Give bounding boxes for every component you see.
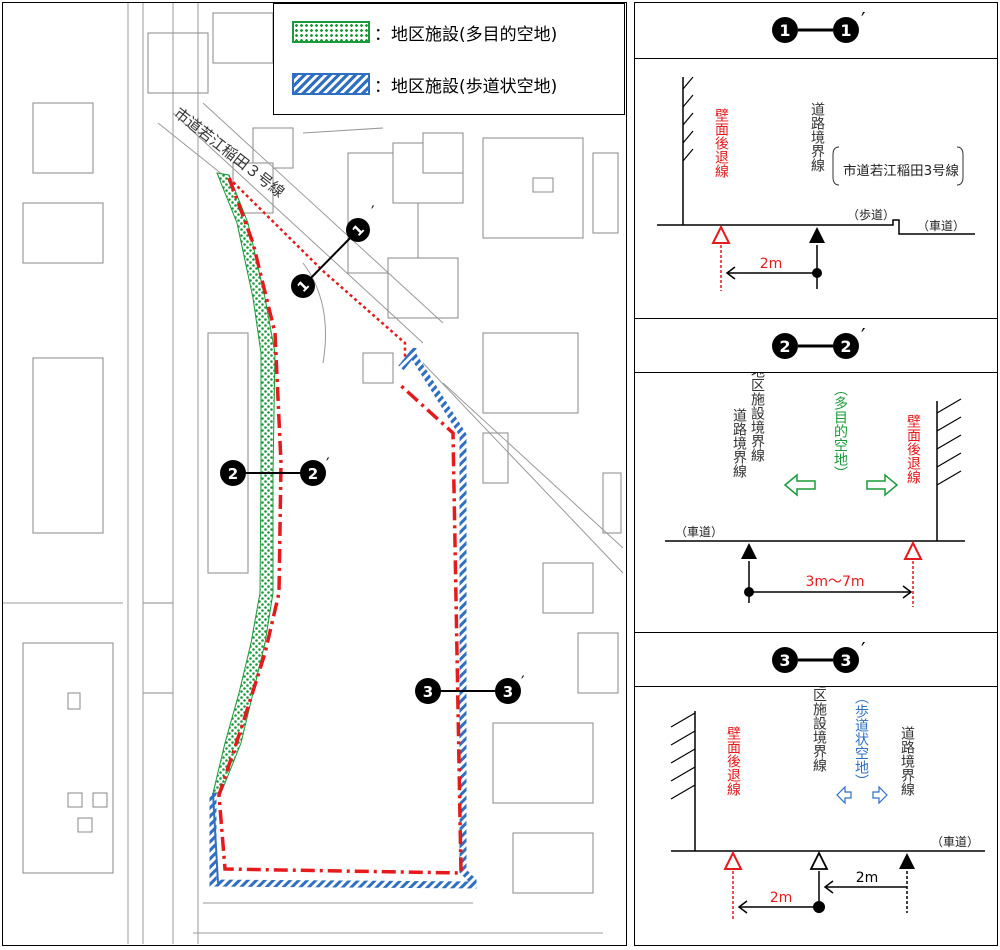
svg-text:′: ′ [371,202,375,221]
map-panel: 市道若江稲田３号線 1 1 ′ 2 2 ′ 3 3 ′ ：地区施設(多目的空地)… [2,2,627,946]
section-1-header-a: 1 [779,21,790,40]
wall-setback-line [217,177,463,875]
section-marker-1: 1 1 ′ [291,202,375,298]
section-3-wall-setback-text: 壁面後退線 [725,726,741,796]
sidewalk-open-space [209,348,477,889]
left-arrow-icon [783,473,816,497]
section-3-distance-b: 2m [856,870,879,886]
section-1-road-name: 市道若江稲田3号線 [843,163,959,179]
site-map: 市道若江稲田３号線 1 1 ′ 2 2 ′ 3 3 ′ [3,3,624,944]
svg-text:2: 2 [228,465,238,483]
section-3-diagram: （車道） 壁面後退線 地区施設境界線 （歩道状空地） 道路境界線 2m 2m [634,674,998,946]
svg-text:′: ′ [521,672,525,691]
svg-text:′: ′ [861,638,866,662]
section-2-wall-setback-text: 壁面後退線 [905,414,921,484]
right-arrow-icon [866,473,899,497]
section-2-diagram: （車道） 地区施設境界線 道路境界線 （多目的空地） 壁面後退線 3m～7m [634,364,998,634]
section-1-header-b: 1 [840,21,851,40]
section-3-sidewalk-text: （歩道状空地） [853,690,869,788]
legend-item-sidewalk: ：地区施設(歩道状空地) [292,70,557,98]
section-3-header-a: 3 [779,651,790,670]
svg-text:′: ′ [861,8,866,32]
section-2-boundary-text: 地区施設境界線 [749,373,765,462]
left-arrow-icon [836,785,852,805]
section-2-header-a: 2 [779,337,790,356]
section-2-header-b: 2 [840,337,851,356]
section-2-distance: 3m～7m [805,574,864,590]
section-1-distance: 2m [760,256,783,272]
svg-text:′: ′ [326,454,330,473]
section-2-open-space-text: （多目的空地） [832,382,848,480]
wall-setback-line-road [228,177,407,358]
legend-item-multi-purpose: ：地区施設(多目的空地) [292,18,557,46]
svg-text:3: 3 [423,683,433,701]
svg-text:3: 3 [503,683,513,701]
section-3-boundary-text: 地区施設境界線 [811,687,827,772]
section-3-header: 3 3 ′ [634,632,998,688]
section-1-wall-setback-text: 壁面後退線 [713,108,729,178]
section-2-road-boundary-text: 道路境界線 [731,408,747,478]
section-marker-3: 3 3 ′ [415,672,525,704]
section-1-roadway-label: （車道） [917,219,965,233]
building-footprints [22,12,622,894]
svg-text:2: 2 [308,465,318,483]
section-1-boundary-text: 道路境界線 [809,102,825,172]
section-marker-2: 2 2 ′ [220,454,330,486]
road-lines [3,3,624,944]
blue-hatch-swatch-icon [292,73,370,95]
section-3-header-b: 3 [840,651,851,670]
green-dot-swatch-icon [292,21,370,43]
svg-text:壁面後退線: 壁面後退線 [713,108,729,178]
section-3-roadway-label: （車道） [931,835,979,849]
section-2-header: 2 2 ′ [634,318,998,374]
section-1-header: 1 1 ′ [634,2,998,59]
section-3-road-boundary-text: 道路境界線 [899,726,915,796]
right-arrow-icon [872,785,888,805]
section-1-diagram: 壁面後退線 道路境界線 2m 市道若江稲田3号線 （歩道） （車道） [634,58,998,320]
section-3-distance-a: 2m [770,890,793,906]
section-1-sidewalk-label: （歩道） [847,207,895,222]
legend: ：地区施設(多目的空地) ：地区施設(歩道状空地) [273,3,625,115]
section-2-roadway-label: （車道） [675,525,723,539]
svg-text:′: ′ [861,324,866,348]
